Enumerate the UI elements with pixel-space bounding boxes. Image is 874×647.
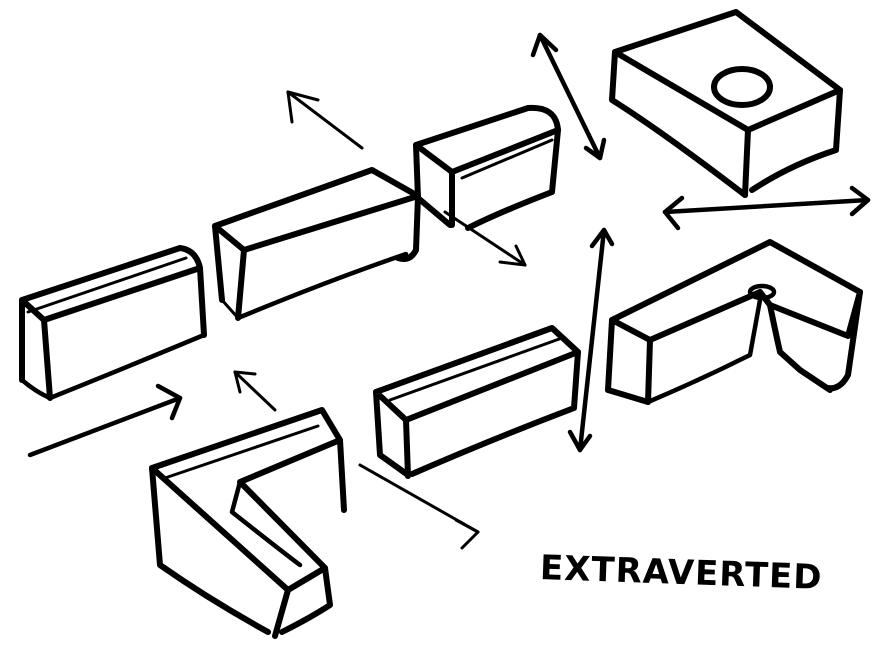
arrow-vertical-top (533, 35, 604, 158)
arrow-up-left-top (288, 92, 362, 148)
arrow-down-right-lower (360, 465, 478, 548)
block-l-shape (152, 410, 344, 636)
block-middle-bar (215, 170, 418, 318)
arrow-horizontal-right (665, 188, 868, 228)
block-small-cube (416, 108, 558, 228)
block-left-bar (22, 248, 204, 398)
block-cube-with-hole (612, 12, 840, 195)
block-bottom-bar (376, 328, 578, 476)
block-u-shape (608, 242, 860, 402)
arrow-up-left-lower (235, 372, 275, 410)
arrow-vertical-center (570, 230, 612, 450)
